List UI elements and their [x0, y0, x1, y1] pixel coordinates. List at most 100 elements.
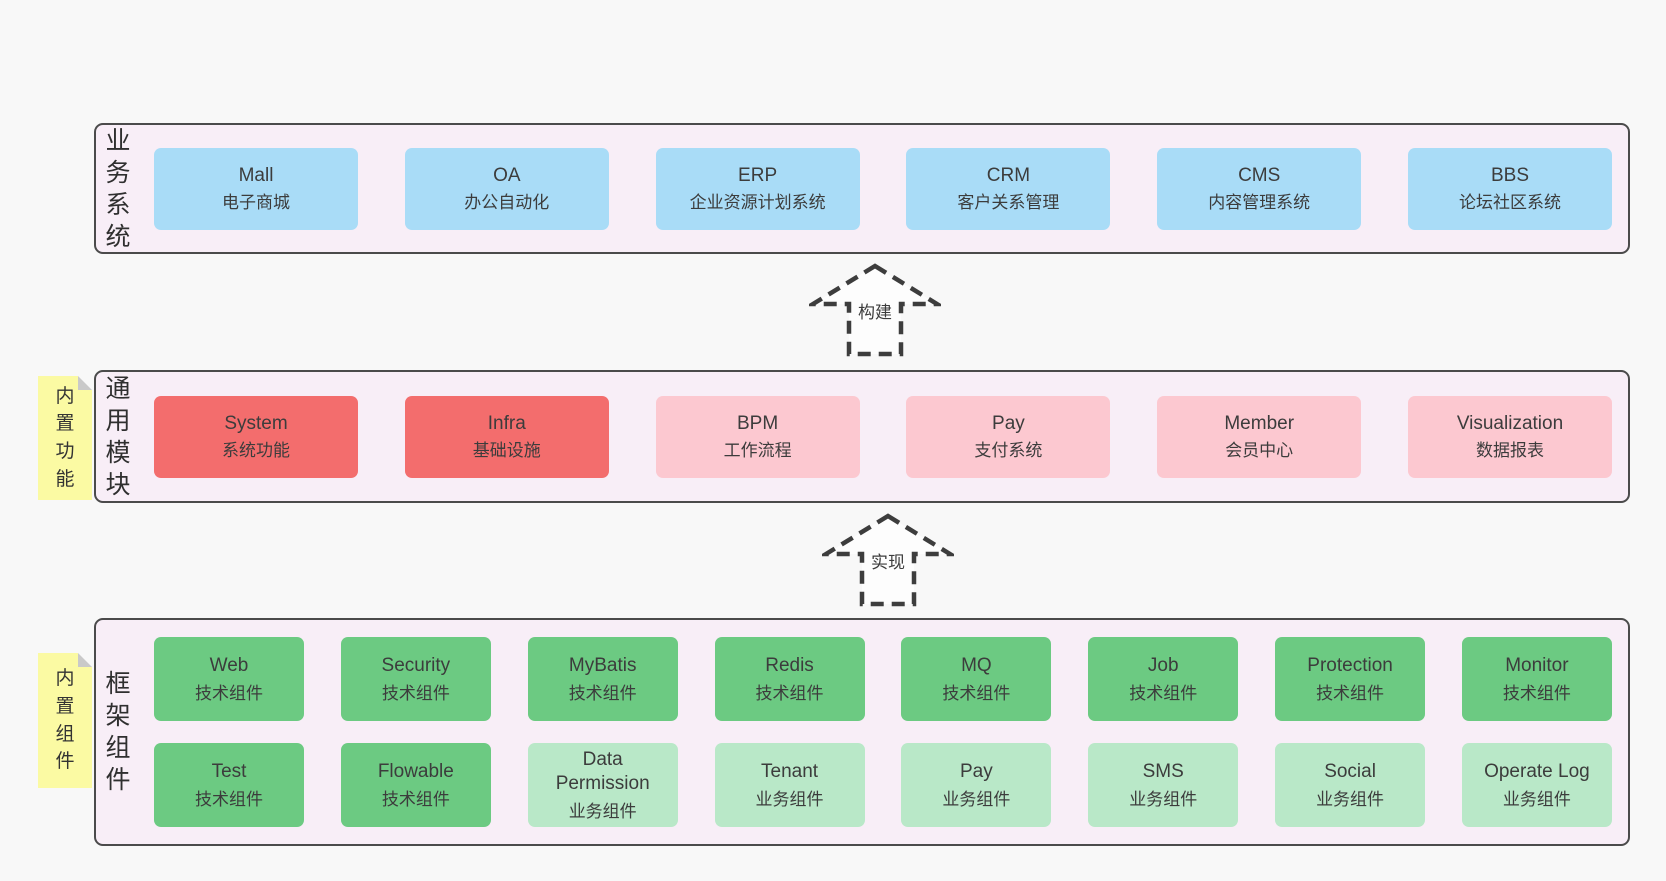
box-pay-module: Pay 支付系统: [906, 395, 1111, 478]
box-subtitle: 业务组件: [1129, 789, 1198, 809]
business-systems-section: 业务系统 Mall 电子商城 OA 办公自动化 ERP 企业资源计划系统 CRM…: [94, 123, 1630, 254]
box-title: SMS: [1142, 761, 1184, 782]
box-subtitle: 基础设施: [472, 441, 541, 461]
box-subtitle: 技术组件: [568, 683, 637, 703]
box-title: Security: [381, 655, 451, 676]
box-visualization: Visualization 数据报表: [1407, 395, 1612, 478]
box-title: Job: [1147, 655, 1179, 676]
box-subtitle: 业务组件: [942, 789, 1011, 809]
box-subtitle: 业务组件: [568, 801, 637, 821]
sticky-note-label: 内置功能: [55, 385, 75, 490]
sticky-note-built-in-components: 内置组件: [38, 653, 92, 788]
box-monitor: Monitor 技术组件: [1461, 637, 1612, 721]
box-title: Operate Log: [1484, 761, 1590, 782]
box-subtitle: 工作流程: [723, 441, 792, 461]
box-subtitle: 电子商城: [222, 193, 290, 213]
box-title: BPM: [737, 412, 779, 434]
box-title: ERP: [738, 164, 778, 186]
box-title: Tenant: [761, 761, 819, 782]
common-modules-section: 通用模块 System 系统功能 Infra 基础设施 BPM 工作流程 Pay…: [94, 370, 1630, 503]
box-title: System: [224, 412, 288, 434]
box-title: CMS: [1238, 164, 1281, 186]
sticky-note-built-in-features: 内置功能: [38, 376, 92, 500]
box-title: Redis: [765, 655, 814, 676]
box-subtitle: 会员中心: [1225, 441, 1294, 461]
box-title: Mall: [238, 164, 274, 186]
box-subtitle: 技术组件: [1129, 683, 1198, 703]
box-subtitle: 技术组件: [942, 683, 1011, 703]
box-subtitle: 办公自动化: [464, 193, 550, 213]
box-crm: CRM 客户关系管理: [906, 147, 1111, 230]
box-subtitle: 技术组件: [1316, 683, 1385, 703]
box-tenant: Tenant 业务组件: [714, 743, 865, 827]
box-cms: CMS 内容管理系统: [1157, 147, 1362, 230]
sticky-note-label: 内置组件: [55, 668, 75, 773]
box-subtitle: 内容管理系统: [1208, 193, 1311, 213]
arrow-label: 构建: [855, 298, 895, 323]
box-subtitle: 技术组件: [195, 683, 263, 703]
common-modules-row: System 系统功能 Infra 基础设施 BPM 工作流程 Pay 支付系统…: [140, 372, 1628, 501]
box-title: Flowable: [377, 761, 454, 782]
box-subtitle: 业务组件: [1502, 789, 1571, 809]
box-erp: ERP 企业资源计划系统: [655, 147, 860, 230]
box-flowable: Flowable 技术组件: [340, 743, 491, 827]
box-subtitle: 技术组件: [381, 683, 450, 703]
box-member: Member 会员中心: [1157, 395, 1362, 478]
box-title: CRM: [986, 164, 1031, 186]
box-subtitle: 技术组件: [755, 683, 824, 703]
box-mybatis: MyBatis 技术组件: [527, 637, 678, 721]
box-sms: SMS 业务组件: [1088, 743, 1239, 827]
box-oa: OA 办公自动化: [404, 147, 609, 230]
box-web: Web 技术组件: [154, 637, 304, 721]
box-operate-log: Operate Log 业务组件: [1461, 743, 1612, 827]
box-subtitle: 技术组件: [195, 789, 263, 809]
box-system: System 系统功能: [154, 395, 358, 478]
box-protection: Protection 技术组件: [1275, 637, 1426, 721]
box-title: Member: [1224, 412, 1295, 434]
framework-components-rows: Web 技术组件 Security 技术组件 MyBatis 技术组件 Redi…: [140, 620, 1628, 844]
box-title: Test: [211, 761, 247, 782]
box-job: Job 技术组件: [1088, 637, 1239, 721]
box-title: Social: [1324, 761, 1376, 782]
business-systems-row: Mall 电子商城 OA 办公自动化 ERP 企业资源计划系统 CRM 客户关系…: [140, 125, 1628, 252]
folded-corner-icon: [78, 376, 92, 390]
tech-components-row: Web 技术组件 Security 技术组件 MyBatis 技术组件 Redi…: [154, 637, 1612, 721]
box-subtitle: 企业资源计划系统: [689, 193, 826, 213]
box-title: Monitor: [1505, 655, 1569, 676]
box-subtitle: 技术组件: [381, 789, 450, 809]
box-title: Web: [209, 655, 249, 676]
section-label: 业务系统: [105, 126, 131, 251]
box-data-permission: Data Permission 业务组件: [527, 743, 678, 827]
box-title: Infra: [487, 412, 526, 434]
box-title: Pay: [960, 761, 993, 782]
box-title: Pay: [992, 412, 1025, 434]
box-infra: Infra 基础设施: [404, 395, 609, 478]
box-title: Data Permission: [555, 749, 650, 794]
box-pay-component: Pay 业务组件: [901, 743, 1052, 827]
arrow-label: 实现: [868, 548, 908, 573]
box-social: Social 业务组件: [1275, 743, 1426, 827]
box-title: BBS: [1490, 164, 1529, 186]
box-subtitle: 客户关系管理: [957, 193, 1060, 213]
box-bpm: BPM 工作流程: [655, 395, 860, 478]
box-security: Security 技术组件: [340, 637, 491, 721]
box-redis: Redis 技术组件: [714, 637, 865, 721]
box-test: Test 技术组件: [154, 743, 304, 827]
implement-arrow: 实现: [822, 512, 954, 608]
box-mall: Mall 电子商城: [154, 147, 358, 230]
box-title: Visualization: [1456, 412, 1564, 434]
box-subtitle: 技术组件: [1502, 683, 1571, 703]
section-label: 框架组件: [105, 670, 131, 794]
box-mq: MQ 技术组件: [901, 637, 1052, 721]
box-subtitle: 业务组件: [755, 789, 824, 809]
box-bbs: BBS 论坛社区系统: [1407, 147, 1612, 230]
box-subtitle: 业务组件: [1316, 789, 1385, 809]
folded-corner-icon: [78, 653, 92, 667]
section-label: 通用模块: [105, 374, 131, 499]
build-arrow: 构建: [809, 262, 941, 358]
box-title: MyBatis: [568, 655, 637, 676]
box-subtitle: 支付系统: [974, 441, 1043, 461]
box-subtitle: 论坛社区系统: [1458, 193, 1561, 213]
box-title: MQ: [961, 655, 992, 676]
framework-components-section: 框架组件 Web 技术组件 Security 技术组件 MyBatis 技术组件…: [94, 618, 1630, 846]
